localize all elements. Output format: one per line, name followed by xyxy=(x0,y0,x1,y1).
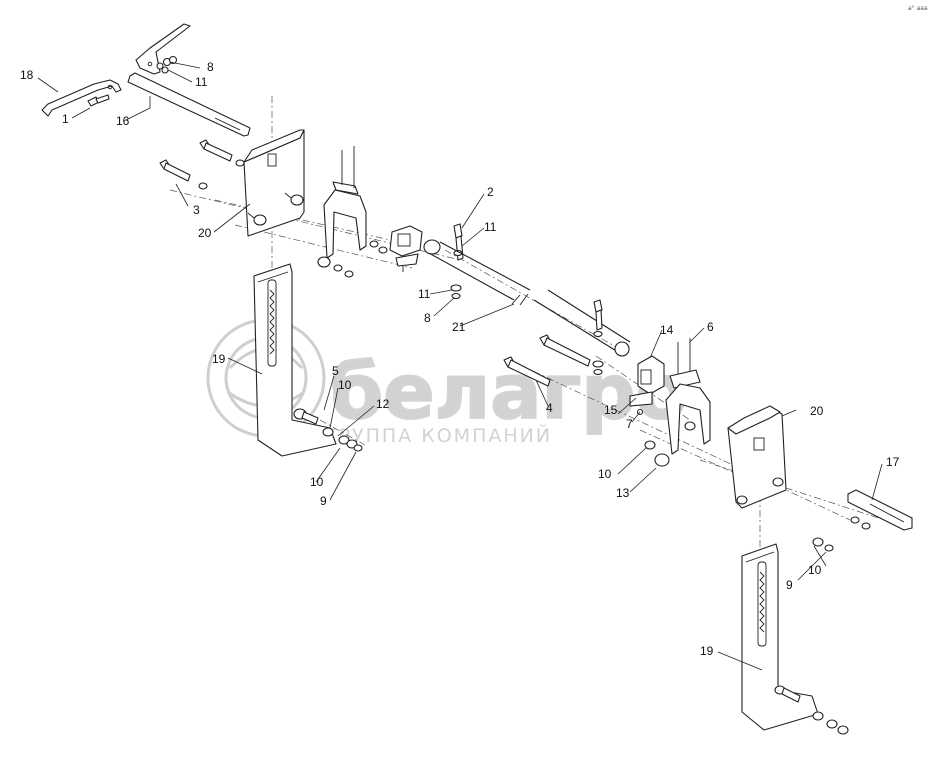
callout-21: 21 xyxy=(452,320,466,334)
callout-20-left: 20 xyxy=(198,226,212,240)
callout-18: 18 xyxy=(20,68,34,82)
callout-19-right: 19 xyxy=(700,644,714,658)
callout-16: 16 xyxy=(116,114,130,128)
bolt-3-upper xyxy=(199,139,245,167)
bracket-19-right xyxy=(741,537,849,735)
callout-14: 14 xyxy=(660,323,674,337)
bracket-upper xyxy=(135,23,191,75)
callout-labels: 18 1 16 8 11 3 20 2 11 11 8 21 14 6 19 5… xyxy=(20,60,900,658)
bolt-center-upper xyxy=(592,299,604,376)
hanger-left xyxy=(317,146,367,278)
callout-19-left: 19 xyxy=(212,352,226,366)
callout-7: 7 xyxy=(626,417,633,431)
bolt-4 xyxy=(503,334,591,387)
callout-11-bolt: 11 xyxy=(484,220,497,234)
watermark-subtitle: ГРУППА КОМПАНИЙ xyxy=(325,424,552,447)
corner-mark: a° aaa xyxy=(908,5,928,12)
callout-8-washer: 8 xyxy=(424,311,431,325)
bolt-1 xyxy=(87,94,110,107)
callout-9-right: 9 xyxy=(786,578,793,592)
clamp-left xyxy=(369,225,423,272)
callout-12: 12 xyxy=(376,397,390,411)
tube-21 xyxy=(423,239,631,357)
plate-20-left xyxy=(243,129,305,237)
callout-17: 17 xyxy=(886,455,900,469)
callout-10-top: 10 xyxy=(338,378,352,392)
callout-10-right: 10 xyxy=(808,563,822,577)
bracket-18 xyxy=(41,79,122,117)
callout-13: 13 xyxy=(616,486,630,500)
clamp-14 xyxy=(629,355,665,416)
callout-11-washer: 11 xyxy=(418,287,431,301)
callout-11: 11 xyxy=(195,75,208,89)
callout-15: 15 xyxy=(604,403,618,417)
callout-20-right: 20 xyxy=(810,404,824,418)
callout-10-center: 10 xyxy=(598,467,612,481)
strip-17 xyxy=(847,489,913,531)
callout-3: 3 xyxy=(193,203,200,217)
callout-5: 5 xyxy=(332,364,339,378)
callout-10-left-lower: 10 xyxy=(310,475,324,489)
callout-6: 6 xyxy=(707,320,714,334)
strip-16 xyxy=(127,72,251,137)
callout-2: 2 xyxy=(487,185,494,199)
bolt-2 xyxy=(450,223,464,300)
plate-20-right xyxy=(727,405,787,509)
callout-4: 4 xyxy=(546,401,553,415)
leader-lines xyxy=(37,61,883,671)
hanger-6 xyxy=(644,338,711,467)
callout-1: 1 xyxy=(62,112,69,126)
callout-9-left: 9 xyxy=(320,494,327,508)
bolt-3-lower xyxy=(159,159,208,190)
callout-8: 8 xyxy=(207,60,214,74)
